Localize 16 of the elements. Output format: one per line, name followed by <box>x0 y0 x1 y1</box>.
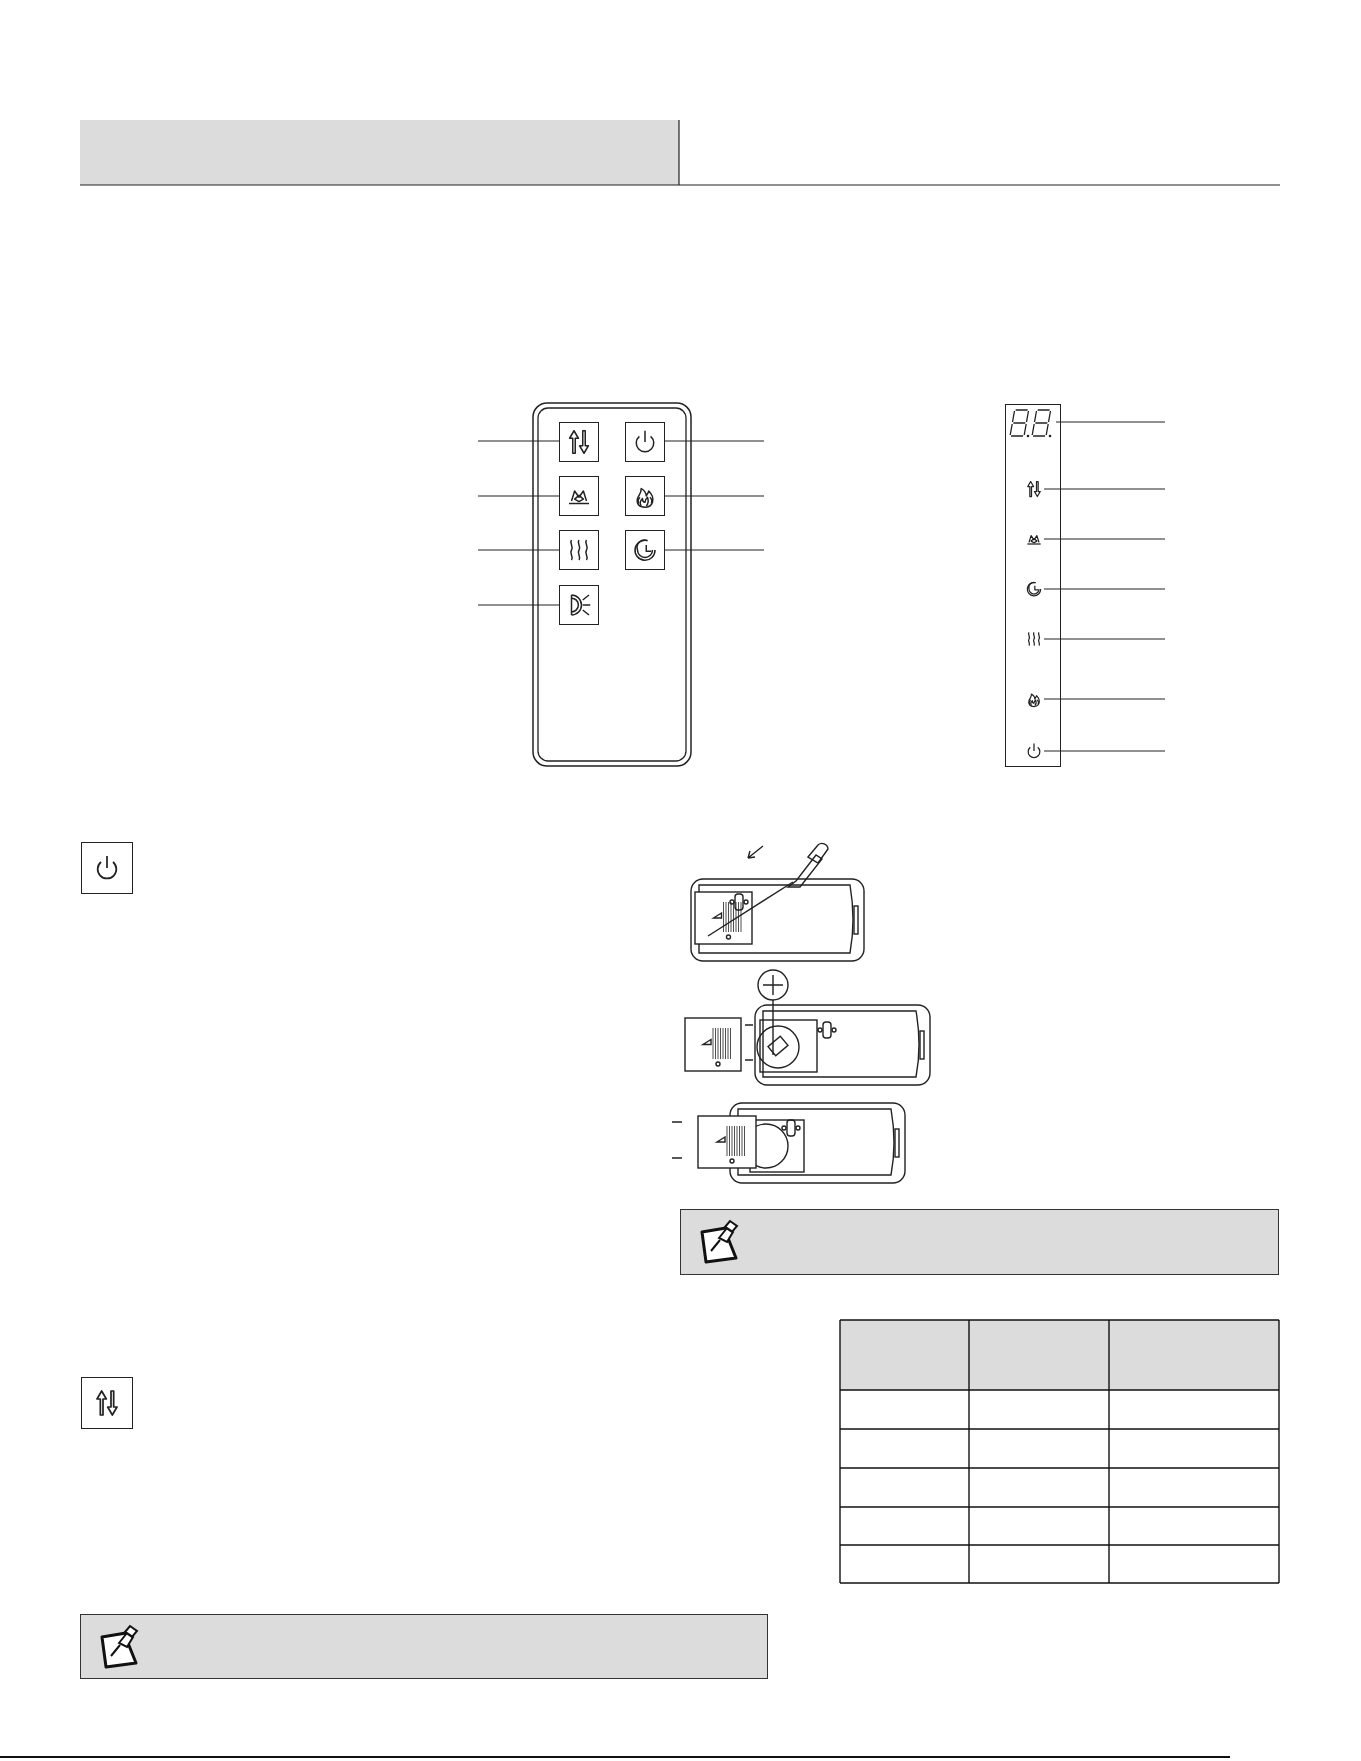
leader-line <box>664 495 765 497</box>
leader-line <box>1043 538 1166 540</box>
leader-line <box>1043 588 1166 590</box>
leader-line <box>664 440 765 442</box>
leader-line <box>477 495 560 497</box>
timer-icon <box>1024 579 1044 599</box>
leader-line <box>1043 638 1166 640</box>
leader-line <box>1043 488 1166 490</box>
leader-line <box>477 604 560 606</box>
leader-line <box>477 440 560 442</box>
leader-line <box>1055 421 1166 423</box>
leader-line <box>1043 750 1166 752</box>
leader-line <box>664 549 765 551</box>
leader-line <box>477 549 560 551</box>
up-down-arrows-icon <box>1024 479 1044 499</box>
leader-line <box>1043 698 1166 700</box>
